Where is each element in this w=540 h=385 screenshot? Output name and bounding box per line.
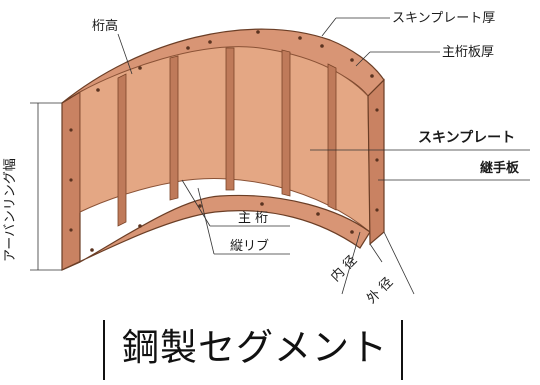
rib (117, 73, 127, 227)
bolt-holes-bottom (90, 202, 354, 252)
rib (169, 55, 179, 201)
caption-box: 鋼製セグメント (103, 320, 403, 380)
caption-title: 鋼製セグメント (122, 326, 388, 369)
joint-plate-face (367, 78, 385, 246)
width-dimension (30, 102, 62, 271)
diameter-dimension (341, 231, 415, 295)
longitudinal-rib-label: 縦リブ (230, 238, 269, 254)
bolt-holes-ends (69, 108, 379, 232)
main-girder-label: 主 桁 (238, 211, 268, 226)
main-girder-thickness-label: 主桁板厚 (442, 45, 494, 60)
rib (281, 49, 291, 197)
joint-plate-label: 継手板 (480, 160, 520, 176)
skin-plate-label: スキンプレート (418, 130, 515, 146)
longitudinal-ribs (117, 47, 337, 227)
rib (225, 47, 235, 191)
skin-plate-thickness-label: スキンプレート厚 (392, 11, 495, 26)
girder-height-label: 桁高 (92, 18, 118, 34)
outer-diameter-label: 外 径 (364, 275, 396, 307)
width-label: アーバンリング幅 (3, 158, 18, 262)
bolt-holes-top (96, 30, 374, 92)
inner-diameter-label: 内 径 (328, 252, 361, 285)
bottom-rim (61, 194, 371, 271)
rib (327, 63, 337, 211)
